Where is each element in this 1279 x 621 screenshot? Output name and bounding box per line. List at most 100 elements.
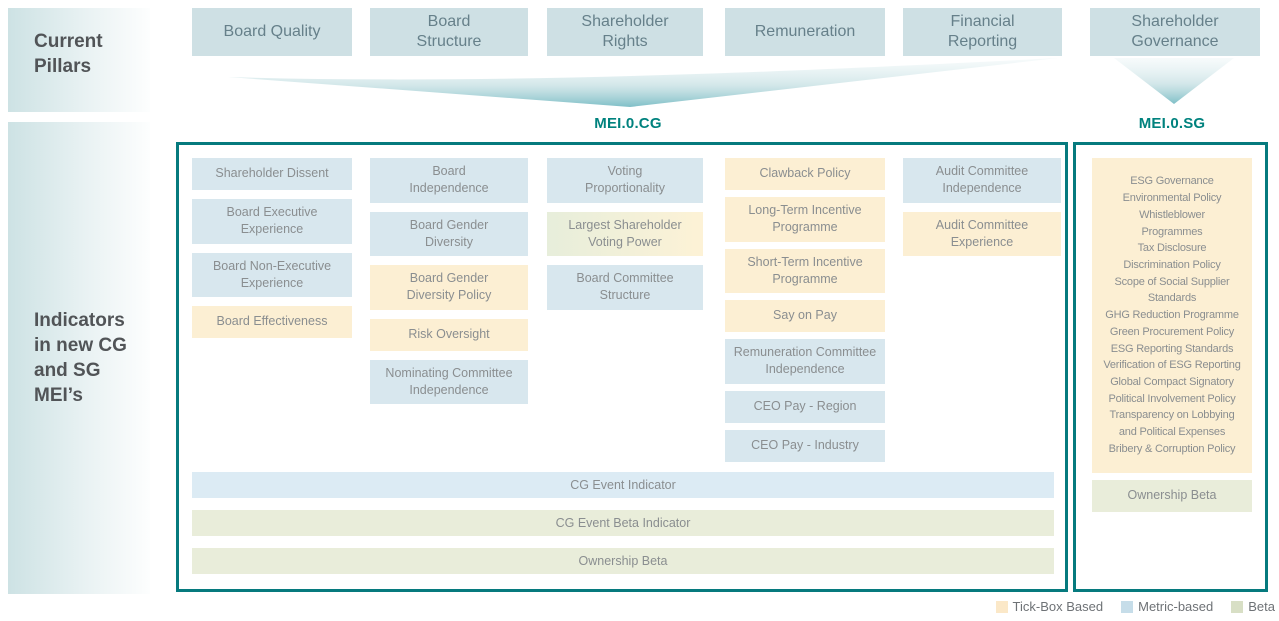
- indicator-box: Board Executive Experience: [192, 199, 352, 244]
- indicator-box: Voting Proportionality: [547, 158, 703, 203]
- sg-indicator-label: Discrimination Policy: [1123, 258, 1221, 271]
- indicator-label: CEO Pay - Industry: [751, 437, 859, 452]
- indicator-box: Board Gender Diversity Policy: [370, 265, 528, 310]
- sg-indicator-label: ESG Reporting Standards: [1110, 342, 1234, 355]
- cg-funnel-arrow-icon: [228, 58, 1058, 107]
- indicators-title: Indicators in new CG and SG MEI’s: [34, 309, 127, 407]
- legend-item-beta: Beta: [1231, 599, 1275, 614]
- indicator-box: Remuneration Committee Independence: [725, 339, 885, 384]
- band-label: Ownership Beta: [578, 554, 668, 568]
- cg-column-board-quality: Shareholder Dissent Board Executive Expe…: [192, 158, 352, 338]
- pillar-label: Remuneration: [754, 23, 856, 40]
- current-pillars-title: Current Pillars: [34, 31, 103, 78]
- indicator-label: Short-Term Incentive Programme: [747, 254, 863, 286]
- indicator-label: Nominating Committee Independence: [385, 365, 513, 397]
- legend: Tick-Box Based Metric-based Beta: [995, 599, 1275, 614]
- sg-indicator-label: Green Procurement Policy: [1109, 325, 1235, 338]
- metric-swatch-icon: [1121, 600, 1134, 613]
- pillar-financial-reporting: Financial Reporting: [903, 8, 1062, 56]
- sg-indicator-label: GHG Reduction Programme: [1105, 309, 1239, 322]
- indicator-label: Say on Pay: [773, 308, 837, 323]
- band-label: CG Event Indicator: [570, 478, 676, 492]
- sg-indicator-label: Political Involvement Policy: [1108, 392, 1236, 405]
- indicator-label: Largest Shareholder Voting Power: [568, 217, 682, 249]
- pillar-shareholder-governance: Shareholder Governance: [1090, 8, 1260, 56]
- indicators-panel: Indicators in new CG and SG MEI’s: [8, 122, 150, 594]
- indicator-label: Board Gender Diversity: [409, 217, 489, 249]
- sg-indicator-label: ESG Governance: [1130, 175, 1214, 188]
- indicator-label: Ownership Beta: [1127, 488, 1217, 503]
- indicator-label: Board Committee Structure: [576, 271, 674, 303]
- sg-ownership-beta-box: Ownership Beta: [1092, 480, 1252, 512]
- cg-event-indicator-band: CG Event Indicator: [192, 472, 1054, 498]
- ownership-beta-band: Ownership Beta: [192, 548, 1054, 574]
- sg-tickbox-group: ESG Governance Environmental Policy Whis…: [1092, 158, 1252, 473]
- cg-column-shareholder-rights: Voting Proportionality Largest Sharehold…: [547, 158, 703, 310]
- legend-item-metric: Metric-based: [1121, 599, 1213, 614]
- indicator-label: Remuneration Committee Independence: [733, 345, 877, 377]
- pillar-label: Financial Reporting: [947, 13, 1018, 50]
- indicator-label: Voting Proportionality: [585, 164, 665, 196]
- pillar-label: Shareholder Governance: [1131, 13, 1219, 50]
- band-label: CG Event Beta Indicator: [555, 516, 691, 530]
- pillar-label: Shareholder Rights: [581, 13, 669, 50]
- sg-indicator-label: Global Compact Signatory: [1110, 376, 1234, 389]
- mei-cg-label: MEI.0.CG: [594, 115, 662, 132]
- indicator-box: CEO Pay - Region: [725, 390, 885, 423]
- sg-indicator-label: Verification of ESG Reporting: [1103, 359, 1241, 372]
- indicator-box: Board Gender Diversity: [370, 211, 528, 256]
- indicator-box: Risk Oversight: [370, 318, 528, 351]
- sg-indicators-box: ESG Governance Environmental Policy Whis…: [1073, 142, 1268, 592]
- indicator-label: Risk Oversight: [408, 326, 490, 341]
- indicator-box: Board Effectiveness: [192, 306, 352, 338]
- current-pillars-panel: Current Pillars: [8, 8, 150, 112]
- sg-indicator-label: Transparency on Lobbying and Political E…: [1109, 409, 1235, 439]
- pillar-board-quality: Board Quality: [192, 8, 352, 56]
- indicator-label: Long-Term Incentive Programme: [748, 203, 862, 235]
- pillar-label: Board Structure: [416, 13, 482, 50]
- indicator-box: Largest Shareholder Voting Power: [547, 211, 703, 256]
- sg-indicator-label: Tax Disclosure: [1137, 242, 1207, 255]
- indicator-box: Audit Committee Independence: [903, 158, 1061, 203]
- sg-down-arrow-icon: [1114, 58, 1234, 104]
- indicator-label: Audit Committee Experience: [935, 217, 1029, 249]
- cg-column-financial-reporting: Audit Committee Independence Audit Commi…: [903, 158, 1061, 256]
- indicator-label: CEO Pay - Region: [753, 398, 857, 413]
- indicator-label: Audit Committee Independence: [935, 164, 1029, 196]
- indicator-box: Clawback Policy: [725, 158, 885, 190]
- indicator-box: Nominating Committee Independence: [370, 359, 528, 404]
- tickbox-swatch-icon: [995, 600, 1008, 613]
- beta-swatch-icon: [1231, 600, 1244, 613]
- cg-column-remuneration: Clawback Policy Long-Term Incentive Prog…: [725, 158, 885, 462]
- indicator-box: CEO Pay - Industry: [725, 429, 885, 462]
- indicator-label: Board Non-Executive Experience: [212, 258, 332, 290]
- indicator-box: Board Independence: [370, 158, 528, 203]
- arrows-graphic: [228, 58, 1234, 107]
- mei-sg-label: MEI.0.SG: [1138, 115, 1206, 132]
- indicator-box: Long-Term Incentive Programme: [725, 197, 885, 242]
- legend-label: Beta: [1248, 599, 1275, 614]
- indicator-box: Audit Committee Experience: [903, 211, 1061, 256]
- sg-indicator-label: Scope of Social Supplier Standards: [1114, 275, 1230, 305]
- legend-item-tickbox: Tick-Box Based: [995, 599, 1103, 614]
- pillar-shareholder-rights: Shareholder Rights: [547, 8, 703, 56]
- indicator-label: Shareholder Dissent: [215, 166, 329, 181]
- indicator-box: Board Non-Executive Experience: [192, 252, 352, 297]
- sg-indicator-label: Whistleblower Programmes: [1139, 208, 1205, 238]
- pillar-label: Board Quality: [223, 23, 321, 40]
- indicator-label: Board Effectiveness: [216, 314, 328, 329]
- indicator-label: Board Independence: [409, 164, 489, 196]
- cg-column-board-structure: Board Independence Board Gender Diversit…: [370, 158, 528, 404]
- indicator-box: Shareholder Dissent: [192, 158, 352, 190]
- indicator-label: Board Executive Experience: [226, 205, 318, 237]
- indicator-box: Short-Term Incentive Programme: [725, 248, 885, 293]
- legend-label: Metric-based: [1138, 599, 1214, 614]
- pillar-remuneration: Remuneration: [725, 8, 885, 56]
- indicator-box: Board Committee Structure: [547, 265, 703, 310]
- indicator-label: Clawback Policy: [759, 166, 851, 181]
- sg-indicator-label: Environmental Policy: [1122, 192, 1222, 205]
- sg-indicator-label: Bribery & Corruption Policy: [1108, 442, 1236, 455]
- pillar-board-structure: Board Structure: [370, 8, 528, 56]
- cg-event-beta-indicator-band: CG Event Beta Indicator: [192, 510, 1054, 536]
